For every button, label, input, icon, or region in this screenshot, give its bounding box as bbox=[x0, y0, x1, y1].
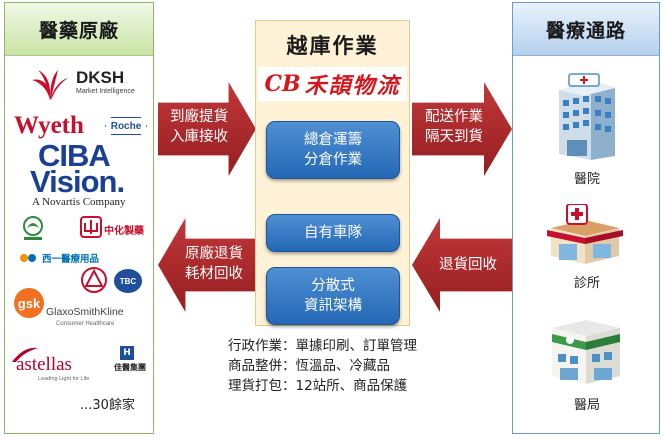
astellas-logo: astellas bbox=[16, 354, 72, 375]
green-leaf-logo-icon bbox=[23, 216, 43, 240]
service-notes: 行政作業：單據印刷、訂單管理 商品整併：恆溫品、冷藏品 理貨打包：12站所、商品… bbox=[228, 336, 417, 396]
clinic-icon bbox=[547, 204, 623, 264]
dksh-logo-icon bbox=[32, 70, 68, 100]
xiyi-logo-text: 西一醫療用品 bbox=[42, 254, 100, 265]
delivery-arrow-label: 配送作業隔天到貨 bbox=[425, 109, 483, 145]
distributed-it-box: 分散式資訊架構 bbox=[266, 267, 400, 325]
ciba-logo-line2: Vision. bbox=[30, 164, 125, 199]
pickup-arrow-label: 到廠提貨入庫接收 bbox=[170, 109, 228, 145]
gsk-subtitle: Consumer Healthcare bbox=[56, 321, 115, 327]
warehouse-operations-box: 總倉運籌分倉作業 bbox=[266, 121, 400, 179]
wyeth-logo: Wyeth bbox=[14, 112, 84, 139]
gsk-name: GlaxoSmithKline bbox=[46, 306, 124, 318]
hospital-label: 醫院 bbox=[574, 172, 601, 187]
zhonghua-logo-text: 中化製藥 bbox=[104, 226, 144, 237]
channels-title: 醫療通路 bbox=[513, 3, 659, 56]
dksh-logo-subtitle: Market Intelligence bbox=[76, 88, 135, 95]
roche-logo: Roche bbox=[105, 117, 147, 135]
pharmacy-icon bbox=[552, 320, 620, 384]
pharmacy-label: 醫局 bbox=[574, 398, 601, 413]
brand-name: 禾頡物流 bbox=[304, 74, 401, 99]
novartis-tagline: A Novartis Company bbox=[32, 196, 126, 208]
cross-dock-panel: 越庫作業 CB 禾頡物流 總倉運籌分倉作業 自有車隊 分散式資訊架構 bbox=[255, 20, 410, 326]
brand-mark-icon: CB bbox=[264, 71, 301, 97]
return-to-manufacturer-label: 原廠退貨耗材回收 bbox=[185, 246, 243, 282]
returns-collection-label: 退貨回收 bbox=[439, 257, 497, 273]
gsk-logo: gsk bbox=[14, 288, 44, 318]
ciba-logo-line1: CIBA bbox=[38, 138, 111, 173]
astellas-tagline: Leading Light for Life bbox=[38, 376, 90, 382]
astellas-swoosh-icon bbox=[12, 347, 38, 362]
more-manufacturers: ...30餘家 bbox=[80, 398, 135, 413]
triangle-seal-logo-icon bbox=[81, 267, 107, 293]
note-consolidation: 商品整併：恆溫品、冷藏品 bbox=[228, 358, 390, 374]
cross-dock-title: 越庫作業 bbox=[286, 34, 379, 58]
jiading-logo-text: 佳醫集團 bbox=[114, 363, 146, 372]
jiading-logo-icon: H bbox=[120, 346, 134, 360]
zhonghua-logo-icon bbox=[80, 216, 102, 238]
xiyi-logo-icon bbox=[20, 254, 36, 262]
clinic-label: 診所 bbox=[574, 276, 601, 291]
hospital-icon bbox=[559, 73, 615, 160]
own-fleet-box: 自有車隊 bbox=[266, 214, 400, 252]
brand-banner: CB 禾頡物流 bbox=[258, 67, 407, 101]
tbc-logo: TBC bbox=[114, 269, 142, 293]
dksh-logo-text: DKSH bbox=[76, 68, 125, 87]
note-admin: 行政作業：單據印刷、訂單管理 bbox=[228, 338, 417, 354]
note-packing: 理貨打包：12站所、商品保護 bbox=[228, 378, 408, 394]
manufacturers-title: 醫藥原廠 bbox=[5, 3, 153, 56]
